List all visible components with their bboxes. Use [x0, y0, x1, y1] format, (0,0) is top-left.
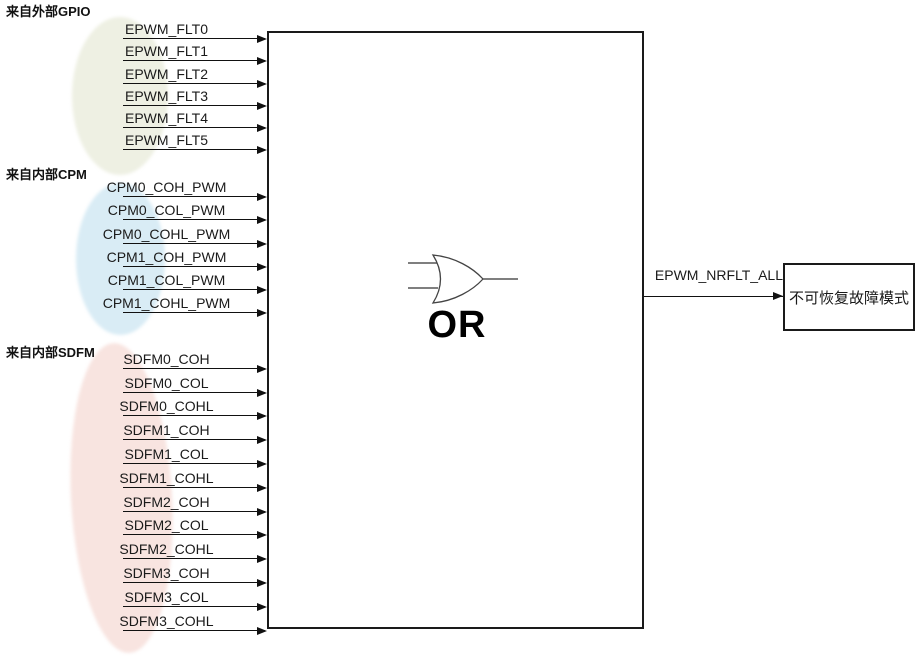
- signal-label: SDFM2_COH: [123, 493, 210, 510]
- arrowhead-icon: [257, 101, 267, 110]
- signal-label: CPM1_COH_PWM: [106, 248, 227, 265]
- signal-label: CPM1_COHL_PWM: [102, 295, 231, 312]
- arrowhead-icon: [257, 309, 267, 318]
- signal-row: SDFM1_COHL: [119, 464, 267, 492]
- signal-row: EPWM_FLT4: [123, 106, 267, 132]
- arrowhead-icon: [257, 531, 267, 540]
- arrowhead-icon: [257, 459, 267, 468]
- arrowhead-icon: [257, 412, 267, 421]
- output-signal-label: EPWM_NRFLT_ALL: [654, 267, 783, 283]
- signal-row: SDFM0_COHL: [119, 393, 267, 421]
- arrowhead-icon: [257, 626, 267, 635]
- highlight-blob-cpm: [76, 183, 165, 335]
- signal-label: SDFM0_COHL: [119, 398, 214, 415]
- arrowhead-icon: [257, 436, 267, 445]
- signal-label: EPWM_FLT2: [125, 65, 208, 82]
- fault-mode-label: 不可恢复故障模式: [788, 289, 909, 307]
- signal-label: SDFM0_COH: [123, 350, 210, 367]
- signal-row: CPM1_COH_PWM: [107, 244, 267, 271]
- signal-label: CPM0_COL_PWM: [107, 202, 226, 219]
- signal-row: EPWM_FLT1: [123, 39, 267, 66]
- arrowhead-icon: [773, 292, 783, 301]
- arrowhead-icon: [257, 578, 267, 587]
- group-label-gpio: 来自外部GPIO: [6, 4, 91, 19]
- signal-label: SDFM3_COL: [124, 588, 209, 605]
- signal-label: SDFM1_COH: [123, 422, 210, 439]
- arrowhead-icon: [257, 388, 267, 397]
- signal-row: SDFM2_COL: [123, 512, 267, 540]
- signal-row: EPWM_FLT2: [123, 61, 267, 88]
- or-gate-icon: [408, 254, 518, 304]
- signal-label: SDFM1_COHL: [119, 469, 214, 486]
- arrowhead-icon: [257, 555, 267, 564]
- signal-row: EPWM_FLT0: [123, 17, 267, 44]
- arrowhead-icon: [257, 364, 267, 373]
- output-wire: [644, 292, 783, 301]
- signal-row: CPM0_COHL_PWM: [103, 220, 267, 248]
- signal-row: SDFM0_COL: [123, 369, 267, 397]
- arrowhead-icon: [257, 239, 267, 248]
- signal-group-sdfm: SDFM0_COH SDFM0_COL SDFM0_COHL SDFM1_COH SDF…: [119, 345, 267, 635]
- or-gate-label: OR: [427, 304, 487, 346]
- arrowhead-icon: [257, 146, 267, 155]
- signal-row: SDFM3_COHL: [119, 607, 267, 635]
- signal-group-cpm: CPM0_COH_PWM CPM0_COL_PWM CPM0_COHL_PWM CPM…: [103, 174, 267, 318]
- signal-label: SDFM0_COL: [124, 374, 209, 391]
- arrowhead-icon: [257, 285, 267, 294]
- arrowhead-icon: [257, 193, 267, 202]
- signal-label: SDFM3_COHL: [119, 612, 214, 629]
- group-label-sdfm: 来自内部SDFM: [6, 345, 95, 360]
- signal-row: CPM1_COHL_PWM: [103, 290, 267, 318]
- signal-label: EPWM_FLT4: [125, 109, 208, 126]
- signal-label: EPWM_FLT1: [125, 43, 208, 60]
- signal-row: CPM1_COL_PWM: [108, 267, 267, 294]
- fault-mode-box: 不可恢复故障模式: [783, 263, 915, 331]
- signal-row: CPM0_COL_PWM: [108, 197, 267, 225]
- group-label-cpm: 来自内部CPM: [6, 167, 87, 182]
- signal-label: EPWM_FLT0: [125, 21, 208, 38]
- arrowhead-icon: [257, 262, 267, 271]
- arrowhead-icon: [257, 483, 267, 492]
- signal-label: EPWM_FLT5: [125, 132, 208, 149]
- signal-label: SDFM1_COL: [124, 445, 209, 462]
- signal-row: SDFM1_COL: [123, 440, 267, 468]
- signal-row: SDFM1_COH: [123, 416, 267, 445]
- arrowhead-icon: [257, 507, 267, 516]
- arrowhead-icon: [257, 79, 267, 88]
- signal-row: SDFM3_COH: [123, 559, 267, 587]
- arrowhead-icon: [257, 602, 267, 611]
- signal-label: SDFM3_COH: [123, 564, 210, 581]
- signal-label: CPM0_COHL_PWM: [102, 225, 231, 242]
- arrowhead-icon: [257, 216, 267, 225]
- highlight-blob-gpio: [72, 17, 168, 175]
- signal-row: SDFM3_COL: [123, 583, 267, 611]
- signal-row: EPWM_FLT5: [123, 128, 267, 155]
- or-block-box: [267, 31, 644, 629]
- signal-row: SDFM0_COH: [123, 345, 267, 373]
- signal-label: EPWM_FLT3: [125, 87, 208, 104]
- arrowhead-icon: [257, 123, 267, 132]
- signal-row: SDFM2_COHL: [119, 535, 267, 564]
- signal-row: CPM0_COH_PWM: [107, 174, 267, 202]
- signal-label: CPM0_COH_PWM: [106, 179, 227, 196]
- arrowhead-icon: [257, 35, 267, 44]
- signal-row: EPWM_FLT3: [123, 84, 267, 110]
- signal-row: SDFM2_COH: [123, 488, 267, 516]
- signal-label: SDFM2_COHL: [119, 541, 214, 558]
- signal-label: SDFM2_COL: [124, 517, 209, 534]
- arrowhead-icon: [257, 57, 267, 66]
- signal-label: CPM1_COL_PWM: [107, 271, 226, 288]
